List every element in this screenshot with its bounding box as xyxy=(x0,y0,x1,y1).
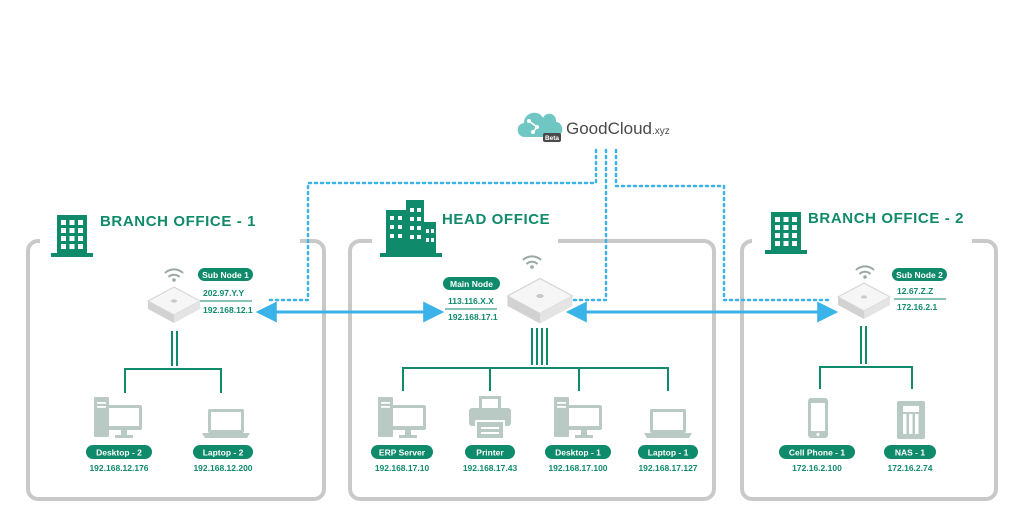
device-laptop-1: Laptop - 1 192.168.17.127 xyxy=(638,445,698,473)
device-nas-1: NAS - 1 172.16.2.74 xyxy=(884,445,936,473)
sub-node-2-router xyxy=(837,282,891,320)
device-erp-server: ERP Server 192.168.17.10 xyxy=(371,445,433,473)
device-laptop-2: Laptop - 2 192.168.12.200 xyxy=(193,445,253,473)
device-printer: Printer 192.168.17.43 xyxy=(463,445,518,473)
device-ip: 192.168.12.176 xyxy=(89,463,148,473)
device-ip: 192.168.17.10 xyxy=(375,463,430,473)
device-name: Cell Phone - 1 xyxy=(789,448,845,458)
device-ip: 172.16.2.100 xyxy=(792,463,842,473)
sub-node-1-wan-ip: 202.97.Y.Y xyxy=(203,288,244,298)
main-node-router xyxy=(506,277,574,325)
sub-node-2-pill xyxy=(892,268,947,281)
sub-node-1-router xyxy=(147,286,201,324)
laptop-icon xyxy=(644,409,692,438)
sub-node-1-label: Sub Node 1 xyxy=(202,270,249,280)
sub-node-2-lan-ip: 172.16.2.1 xyxy=(897,302,937,312)
device-name: ERP Server xyxy=(379,448,426,458)
device-name: Desktop - 2 xyxy=(96,448,142,458)
printer-icon xyxy=(468,395,512,440)
laptop-icon xyxy=(202,409,250,438)
nas-icon xyxy=(897,401,925,439)
device-name: Desktop - 1 xyxy=(555,448,601,458)
device-name: Laptop - 1 xyxy=(648,448,689,458)
server-icon xyxy=(378,397,426,438)
device-name: Laptop - 2 xyxy=(203,448,244,458)
goodcloud-brand: GoodCloud.xyz xyxy=(566,119,670,138)
head-office-box xyxy=(348,239,716,501)
device-ip: 192.168.17.127 xyxy=(638,463,697,473)
device-ip: 192.168.17.100 xyxy=(548,463,607,473)
branch-office-2-box xyxy=(740,239,998,501)
desktop-icon xyxy=(94,397,142,438)
device-ip: 192.168.12.200 xyxy=(193,463,252,473)
device-name: NAS - 1 xyxy=(895,448,926,458)
main-node-pill xyxy=(443,277,500,290)
desktop-icon xyxy=(554,397,602,438)
branch-office-2-title: BRANCH OFFICE - 2 xyxy=(808,210,964,227)
wifi-icon xyxy=(855,265,875,280)
cell-phone-icon xyxy=(808,398,828,438)
cloud-link-main-node xyxy=(566,148,608,302)
device-cell-phone-1: Cell Phone - 1 172.16.2.100 xyxy=(779,445,855,473)
sub-node-1-pill xyxy=(198,268,253,281)
headquarters-building-icon xyxy=(380,200,442,257)
building-icon xyxy=(51,215,93,257)
cloud-link-sub-node-2 xyxy=(614,148,834,302)
device-desktop-2: Desktop - 2 192.168.12.176 xyxy=(86,445,152,473)
branch-office-1-title: BRANCH OFFICE - 1 xyxy=(100,213,256,230)
device-ip: 172.16.2.74 xyxy=(888,463,933,473)
wifi-icon xyxy=(164,268,184,283)
building-icon xyxy=(765,212,807,254)
main-node-wan-ip: 113.116.X.X xyxy=(448,296,494,306)
cloud-links xyxy=(266,148,834,302)
sub-node-1-lan-ip: 192.168.12.1 xyxy=(203,305,253,315)
cloud-link-sub-node-1 xyxy=(266,148,598,302)
device-ip: 192.168.17.43 xyxy=(463,463,518,473)
device-desktop-1: Desktop - 1 192.168.17.100 xyxy=(545,445,611,473)
beta-badge-label: Beta xyxy=(545,135,559,142)
head-office-title: HEAD OFFICE xyxy=(442,211,550,228)
sub-node-2-wan-ip: 12.67.Z.Z xyxy=(897,286,933,296)
sub-node-2-label: Sub Node 2 xyxy=(896,270,943,280)
main-node-lan-ip: 192.168.17.1 xyxy=(448,312,498,322)
lan-wiring xyxy=(124,326,913,393)
main-node-label: Main Node xyxy=(450,279,493,289)
beta-badge xyxy=(543,133,561,142)
device-name: Printer xyxy=(476,448,504,458)
